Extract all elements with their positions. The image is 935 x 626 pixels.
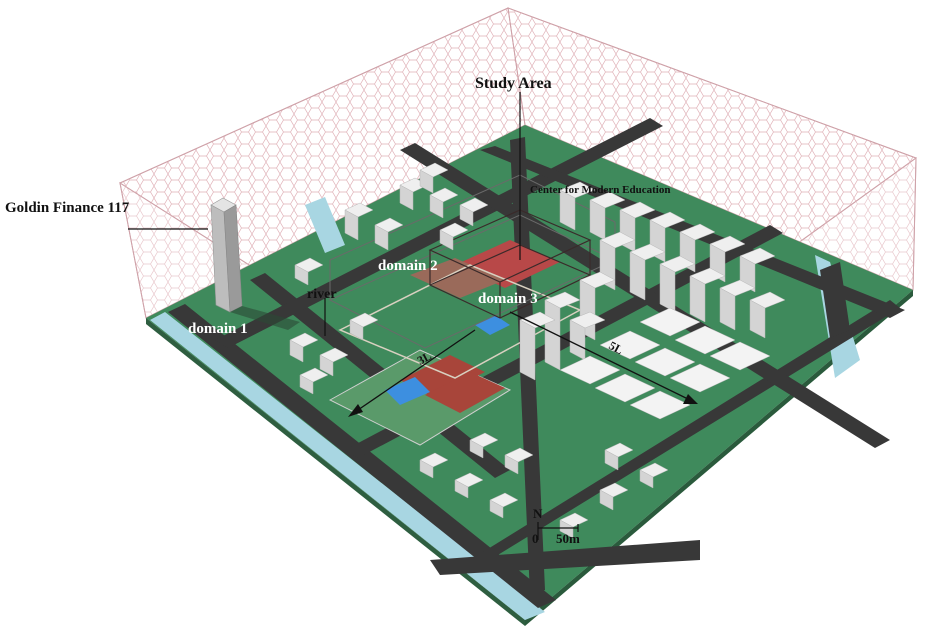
domain1-label: domain 1 (188, 321, 248, 337)
scale-zero-label: 0 (532, 531, 539, 546)
5l-label: 5L (607, 338, 626, 357)
leader-lines (128, 92, 521, 336)
scale-bar (537, 522, 579, 540)
goldin-label: Goldin Finance 117 (5, 200, 130, 216)
domain2-label: domain 2 (378, 258, 438, 274)
scale-length-label: 50m (556, 531, 580, 546)
north-label: N (533, 506, 543, 521)
domain-3-box (428, 209, 592, 319)
domain3-label: domain 3 (478, 291, 538, 307)
study-area-label: Study Area (475, 75, 552, 92)
arrow-5l (509, 311, 698, 404)
goldin-tower (210, 197, 300, 330)
arrow-3l (348, 329, 476, 417)
buildings (289, 162, 786, 539)
3l-label: 3L (415, 349, 434, 368)
study-area-patches (328, 240, 582, 446)
river-label: river (307, 287, 337, 302)
center-label: Center for Modern Education (530, 184, 670, 196)
